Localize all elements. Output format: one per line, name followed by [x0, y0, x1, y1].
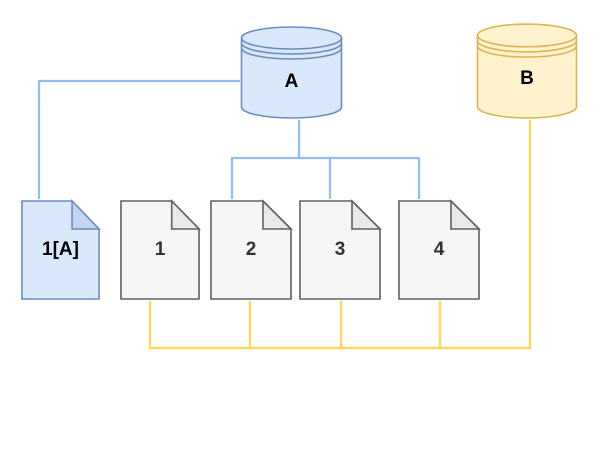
document-3-label: 3 — [334, 239, 346, 260]
document-2: 2 — [210, 200, 292, 300]
document-1: 1 — [120, 200, 200, 300]
database-b-cylinder-icon — [476, 22, 578, 120]
document-icon — [299, 200, 381, 300]
document-fold-corner — [263, 201, 291, 229]
document-fold-corner — [72, 201, 99, 229]
document-fold-corner — [172, 201, 199, 229]
document-1a: 1[A] — [21, 200, 100, 300]
document-fold-corner — [451, 201, 479, 229]
database-b-label: B — [520, 68, 534, 89]
cylinder-rim-lines — [242, 38, 342, 59]
document-1a-label: 1[A] — [42, 239, 79, 260]
edge-a-to-doc1a — [37, 79, 240, 199]
cylinder-rim-lines — [477, 35, 576, 57]
cylinder-body — [477, 24, 576, 118]
database-b: B — [476, 22, 578, 120]
document-icon — [120, 200, 200, 300]
database-a-label: A — [284, 71, 299, 92]
document-icon — [210, 200, 292, 300]
document-icon — [21, 200, 100, 300]
database-a-cylinder-icon — [240, 25, 343, 120]
document-icon — [398, 200, 480, 300]
document-fold-corner — [352, 201, 380, 229]
cylinder-body — [242, 27, 342, 118]
edge-a-branch-to-docs-2-3-4 — [230, 156, 421, 199]
document-4-label: 4 — [433, 239, 445, 260]
document-2-label: 2 — [245, 239, 257, 260]
document-3: 3 — [299, 200, 381, 300]
edge-b-to-docs-1-2-3-4 — [148, 120, 532, 350]
document-1-label: 1 — [154, 239, 166, 260]
document-4: 4 — [398, 200, 480, 300]
database-a: A — [240, 25, 343, 120]
